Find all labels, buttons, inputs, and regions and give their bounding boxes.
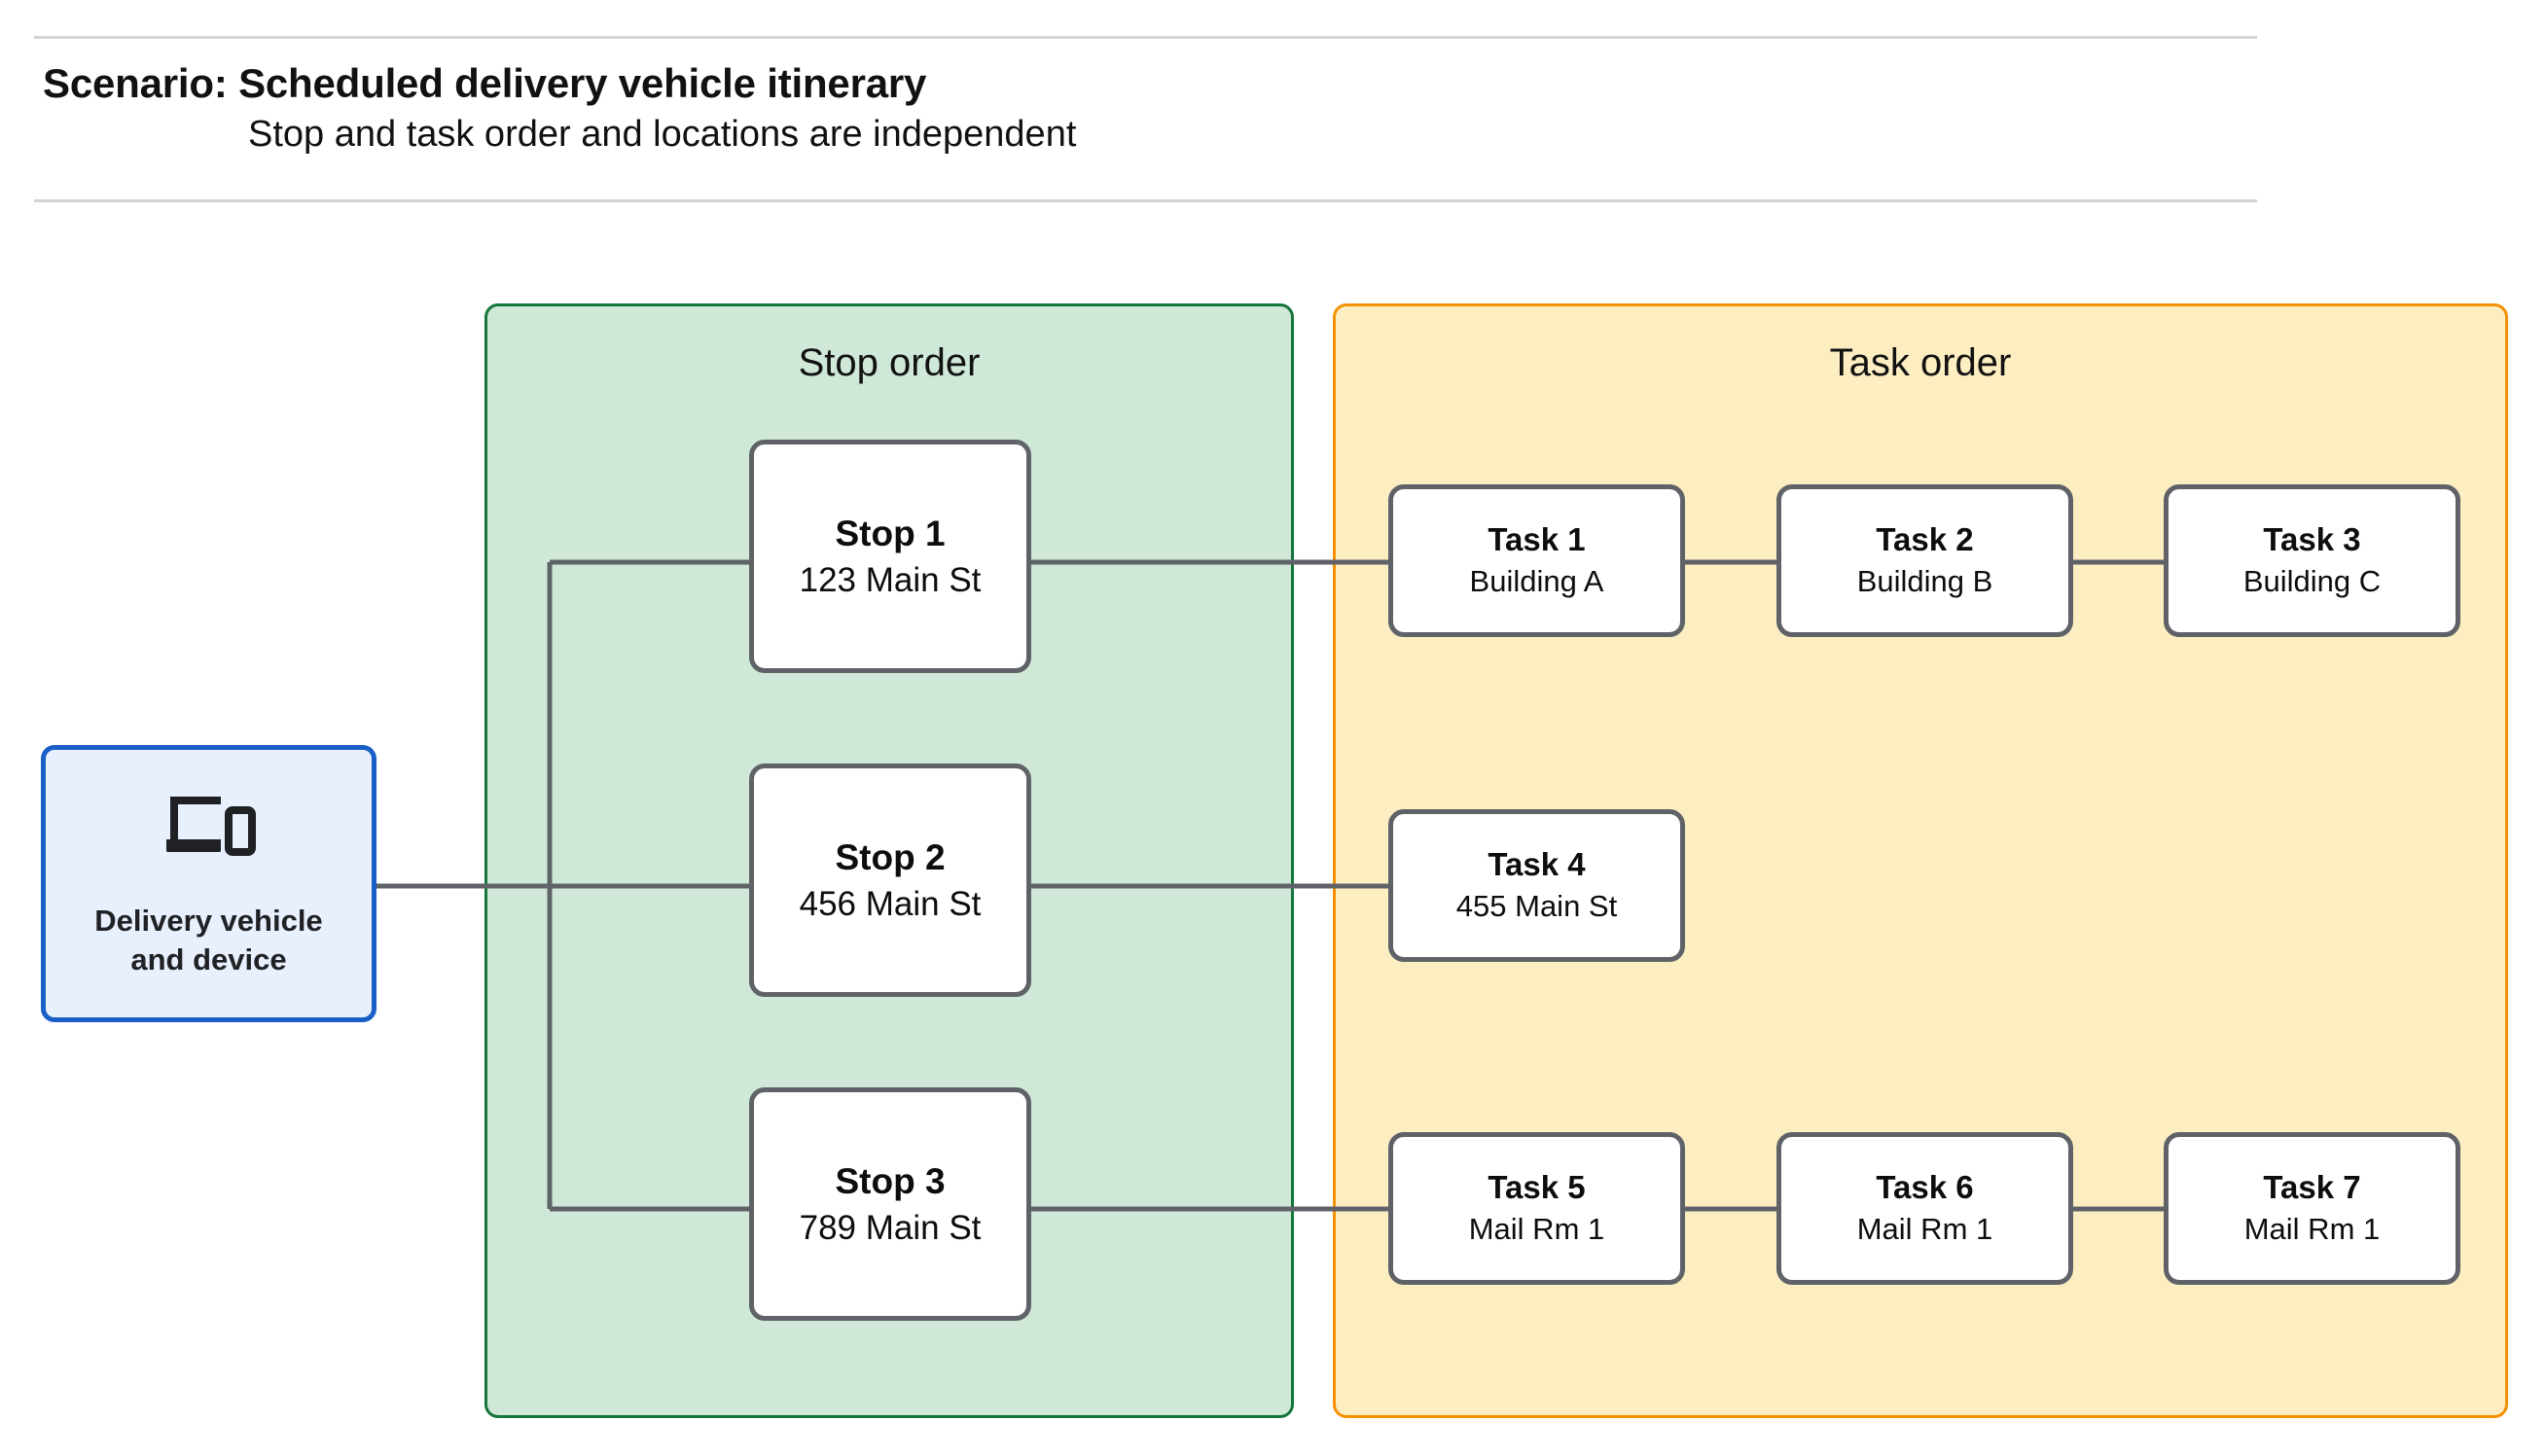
- page-title: Scenario: Scheduled delivery vehicle iti…: [43, 60, 927, 106]
- node-task-5[interactable]: Task 5 Mail Rm 1: [1388, 1132, 1685, 1285]
- node-task-1-subtitle: Building A: [1469, 564, 1604, 599]
- node-task-3-title: Task 3: [2263, 521, 2361, 558]
- node-task-7[interactable]: Task 7 Mail Rm 1: [2164, 1132, 2460, 1285]
- node-task-2[interactable]: Task 2 Building B: [1776, 484, 2073, 637]
- group-title-stop-order: Stop order: [798, 341, 981, 384]
- node-task-4-title: Task 4: [1488, 846, 1586, 883]
- node-task-2-subtitle: Building B: [1856, 564, 1993, 599]
- node-task-1[interactable]: Task 1 Building A: [1388, 484, 1685, 637]
- node-task-7-subtitle: Mail Rm 1: [2243, 1212, 2381, 1247]
- node-stop-3-title: Stop 3: [835, 1160, 946, 1201]
- node-task-6[interactable]: Task 6 Mail Rm 1: [1776, 1132, 2073, 1285]
- node-task-3[interactable]: Task 3 Building C: [2164, 484, 2460, 637]
- node-stop-2[interactable]: Stop 2 456 Main St: [749, 764, 1031, 997]
- node-task-4-subtitle: 455 Main St: [1455, 889, 1618, 924]
- node-stop-3-subtitle: 789 Main St: [799, 1209, 982, 1248]
- header-divider-top: [34, 36, 2257, 39]
- node-delivery-vehicle[interactable]: Delivery vehicle and device: [41, 745, 377, 1022]
- node-stop-2-title: Stop 2: [835, 836, 946, 877]
- page-subtitle: Stop and task order and locations are in…: [248, 114, 1077, 155]
- node-task-6-title: Task 6: [1876, 1169, 1974, 1206]
- node-task-3-subtitle: Building C: [2242, 564, 2382, 599]
- node-stop-1[interactable]: Stop 1 123 Main St: [749, 440, 1031, 673]
- node-task-4[interactable]: Task 4 455 Main St: [1388, 809, 1685, 962]
- node-stop-3[interactable]: Stop 3 789 Main St: [749, 1087, 1031, 1321]
- node-stop-2-subtitle: 456 Main St: [799, 885, 982, 924]
- header-divider-bottom: [34, 199, 2257, 202]
- node-task-1-title: Task 1: [1488, 521, 1586, 558]
- node-task-6-subtitle: Mail Rm 1: [1856, 1212, 1993, 1247]
- page-header: Scenario: Scheduled delivery vehicle iti…: [0, 0, 2546, 224]
- node-task-5-title: Task 5: [1488, 1169, 1586, 1206]
- group-title-task-order: Task order: [1829, 341, 2012, 384]
- node-stop-1-subtitle: 123 Main St: [799, 561, 982, 600]
- devices-icon: [165, 796, 256, 856]
- node-task-2-title: Task 2: [1876, 521, 1974, 558]
- node-stop-1-title: Stop 1: [835, 513, 946, 553]
- node-task-5-subtitle: Mail Rm 1: [1468, 1212, 1605, 1247]
- node-task-7-title: Task 7: [2263, 1169, 2361, 1206]
- delivery-vehicle-label: Delivery vehicle and device: [94, 903, 323, 977]
